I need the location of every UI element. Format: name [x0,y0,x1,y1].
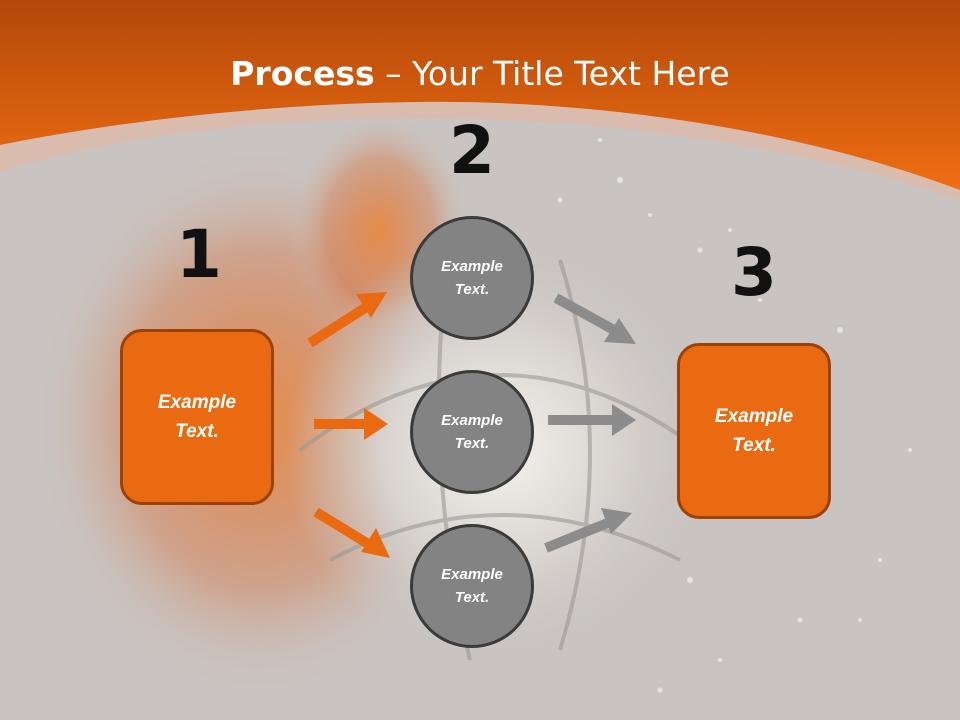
gray-arrow-right [548,404,636,436]
step-number-2: 2 [449,112,495,189]
orange-arrow-down [313,507,390,558]
process-circle-top: Example Text. [410,216,534,340]
page-title: Process – Your Title Text Here [0,52,960,96]
title-rest: – Your Title Text Here [374,54,730,93]
orange-arrow-right [314,408,388,440]
step-number-1: 1 [176,216,222,293]
process-circle-bottom: Example Text. [410,524,534,648]
right-process-box: Example Text. [677,343,831,519]
title-bold: Process [230,54,375,93]
circle-bottom-text: Example Text. [441,566,503,606]
circle-middle-text: Example Text. [441,412,503,452]
gray-arrow-up [544,508,632,553]
step-number-3: 3 [731,234,777,311]
right-box-text: Example Text. [714,406,794,456]
circle-top-text: Example Text. [441,258,503,298]
process-circle-middle: Example Text. [410,370,534,494]
gray-arrow-down [553,293,636,344]
left-process-box: Example Text. [120,329,274,505]
left-box-text: Example Text. [157,392,237,442]
orange-arrow-up [307,292,387,348]
